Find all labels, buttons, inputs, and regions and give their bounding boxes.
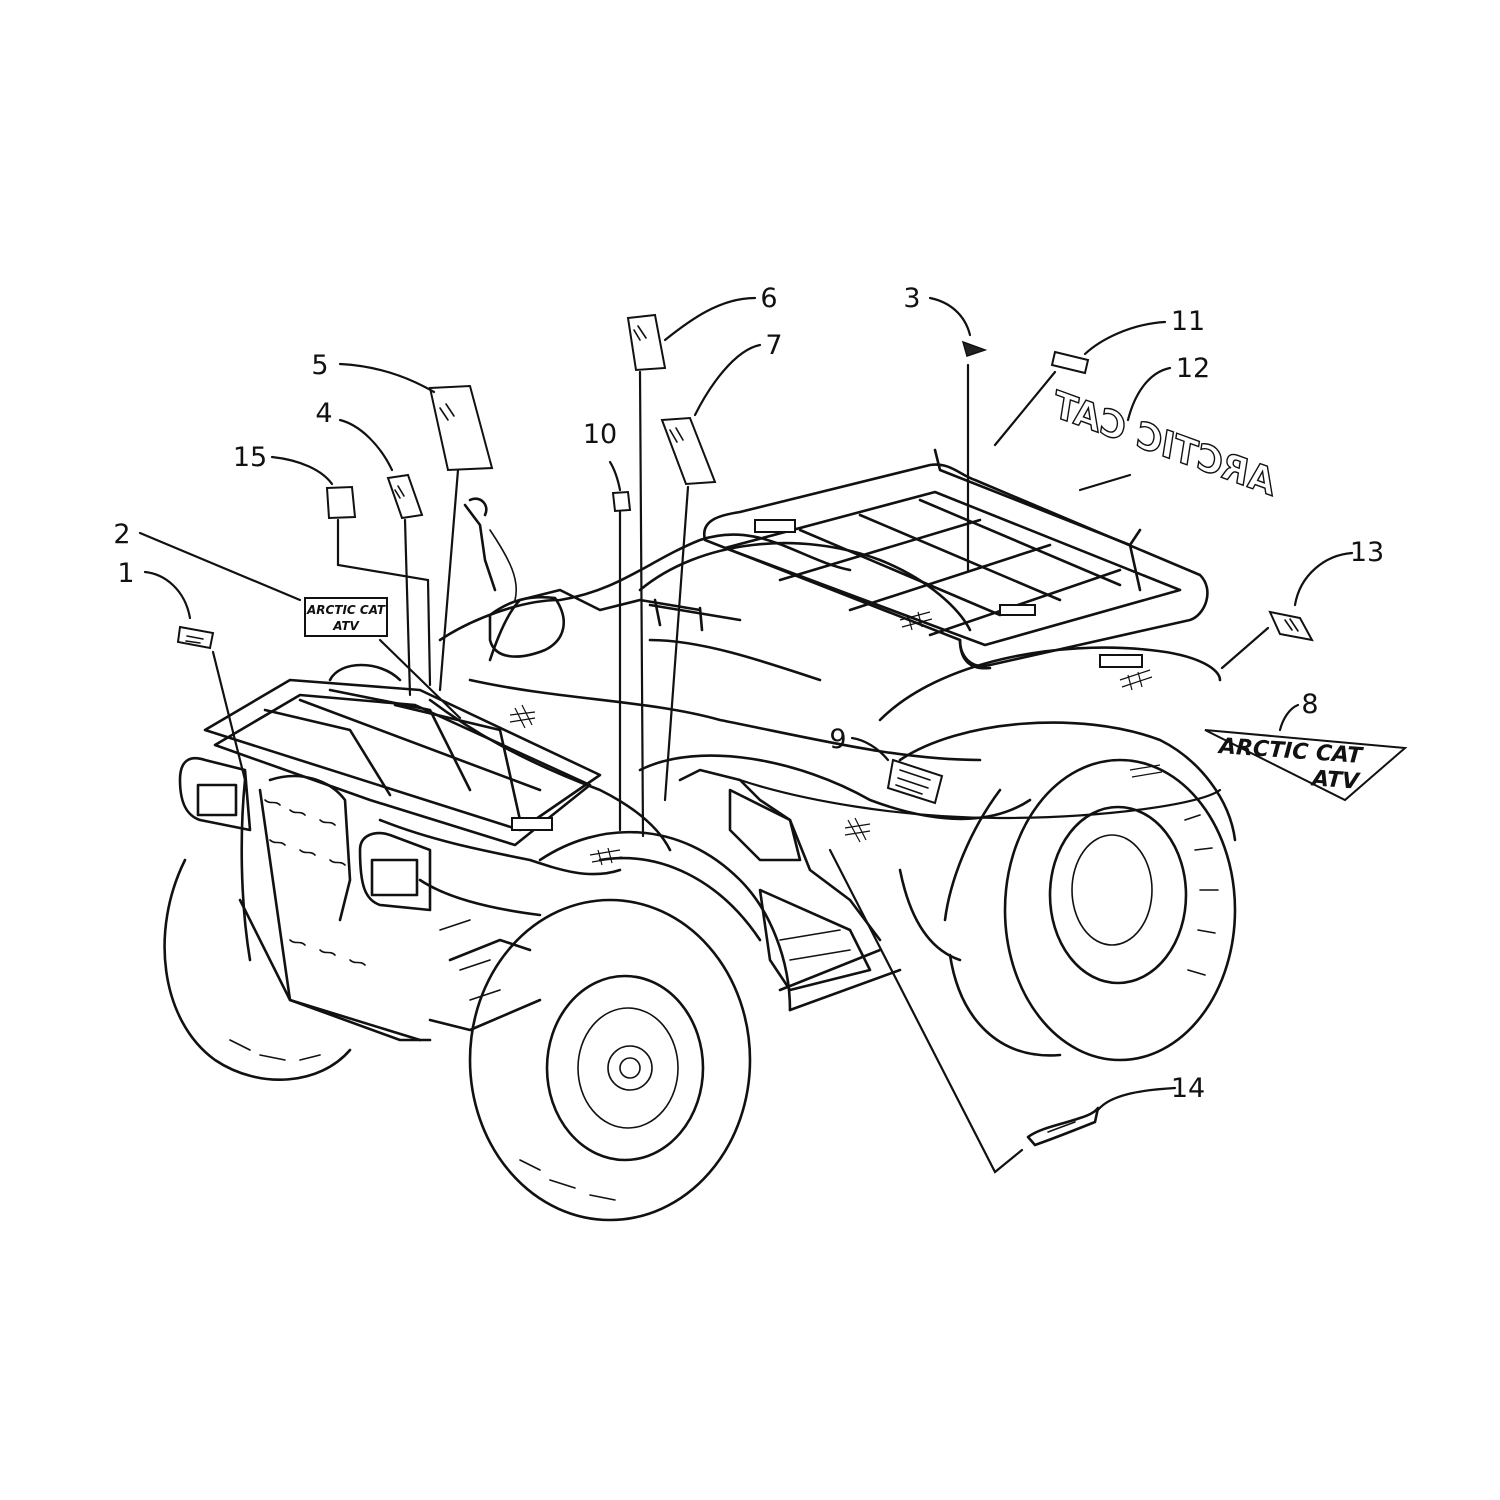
decal-11 [1050, 350, 1090, 375]
shading-hatches [509, 611, 1163, 866]
front-rack [203, 663, 602, 847]
decal-12-brand: ARCTIC CAT [1044, 383, 1285, 505]
decal-7 [660, 416, 717, 486]
decal-8-brand: ARCTIC CAT ATV [1204, 729, 1408, 802]
decal-4 [386, 473, 424, 520]
decal-8-line2: ATV [1309, 766, 1362, 794]
callout-10: 10 [583, 419, 617, 450]
callout-numbers: 1 2 3 4 5 6 7 8 9 10 11 12 13 14 15 [113, 283, 1384, 1104]
decal-2-brand: ARCTIC CAT ATV [304, 597, 388, 637]
callout-3: 3 [903, 283, 920, 314]
callout-14: 14 [1171, 1073, 1205, 1104]
decal-9 [886, 758, 944, 805]
leader-lines [138, 296, 1354, 1174]
rear-wheel [948, 758, 1237, 1062]
decal-12-text: ARCTIC CAT [1045, 384, 1284, 505]
callout-8: 8 [1301, 689, 1318, 720]
decal-2-line1: ARCTIC CAT [306, 603, 386, 617]
callout-9: 9 [829, 724, 846, 755]
decal-13 [1268, 610, 1314, 642]
decal-8-line1: ARCTIC CAT [1216, 734, 1365, 769]
callout-12: 12 [1176, 353, 1210, 384]
brush-guard [178, 756, 432, 1042]
callout-13: 13 [1350, 537, 1384, 568]
callout-5: 5 [311, 350, 328, 381]
front-left-wheel [163, 858, 352, 1081]
decal-5 [428, 384, 494, 472]
decal-10 [611, 490, 632, 513]
decal-1 [176, 625, 215, 650]
atv-body [163, 448, 1237, 1222]
decals: ARCTIC CAT ATV [176, 313, 1408, 1147]
part-14-strap [1026, 1106, 1100, 1147]
front-wheel [468, 898, 752, 1222]
callout-1: 1 [117, 558, 134, 589]
callout-7: 7 [765, 330, 782, 361]
decal-3 [961, 340, 988, 357]
decal-15 [325, 485, 357, 520]
callout-4: 4 [315, 398, 332, 429]
callout-11: 11 [1171, 306, 1205, 337]
callout-6: 6 [760, 283, 777, 314]
callout-2: 2 [113, 519, 130, 550]
decal-6 [626, 313, 667, 372]
callout-15: 15 [233, 442, 267, 473]
decal-2-line2: ATV [332, 619, 360, 633]
rear-rack [702, 448, 1209, 670]
